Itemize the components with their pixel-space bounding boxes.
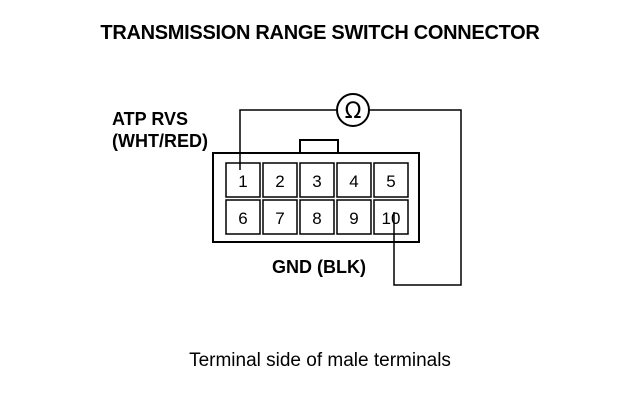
terminal-row-top (225, 162, 409, 198)
terminal-8-number: 8 (312, 209, 321, 228)
terminal-3-number: 3 (312, 172, 321, 191)
terminal-2-number: 2 (275, 172, 284, 191)
terminal-cell (336, 199, 372, 235)
terminal-cell (373, 162, 409, 198)
atp-rvs-label: ATP RVS (112, 109, 189, 129)
terminal-4-number: 4 (349, 172, 358, 191)
terminal-cell (225, 199, 261, 235)
connector-housing (212, 152, 420, 243)
terminal-cell (336, 162, 372, 198)
terminal-5-number: 5 (386, 172, 395, 191)
connector-lock-tab (299, 139, 339, 153)
probe-lead-terminal-1 (239, 109, 337, 170)
terminal-6-number: 6 (238, 209, 247, 228)
ohm-symbol: Ω (345, 99, 362, 124)
terminal-cell (299, 199, 335, 235)
diagram-title: TRANSMISSION RANGE SWITCH CONNECTOR (100, 22, 540, 44)
terminal-9-number: 9 (349, 209, 358, 228)
diagram-caption: Terminal side of male terminals (189, 350, 451, 371)
terminal-cell (262, 199, 298, 235)
terminal-10-number: 10 (382, 209, 401, 228)
gnd-label: GND (BLK) (272, 257, 366, 277)
terminal-cell (299, 162, 335, 198)
terminal-7-number: 7 (275, 209, 284, 228)
terminal-1-number: 1 (238, 172, 247, 191)
terminal-cell (225, 162, 261, 198)
terminal-row-bottom (225, 199, 409, 235)
terminal-cell (373, 199, 409, 235)
terminal-cell (262, 162, 298, 198)
atp-rvs-wire-color-label: (WHT/RED) (112, 131, 208, 151)
probe-lead-terminal-10 (369, 109, 462, 286)
